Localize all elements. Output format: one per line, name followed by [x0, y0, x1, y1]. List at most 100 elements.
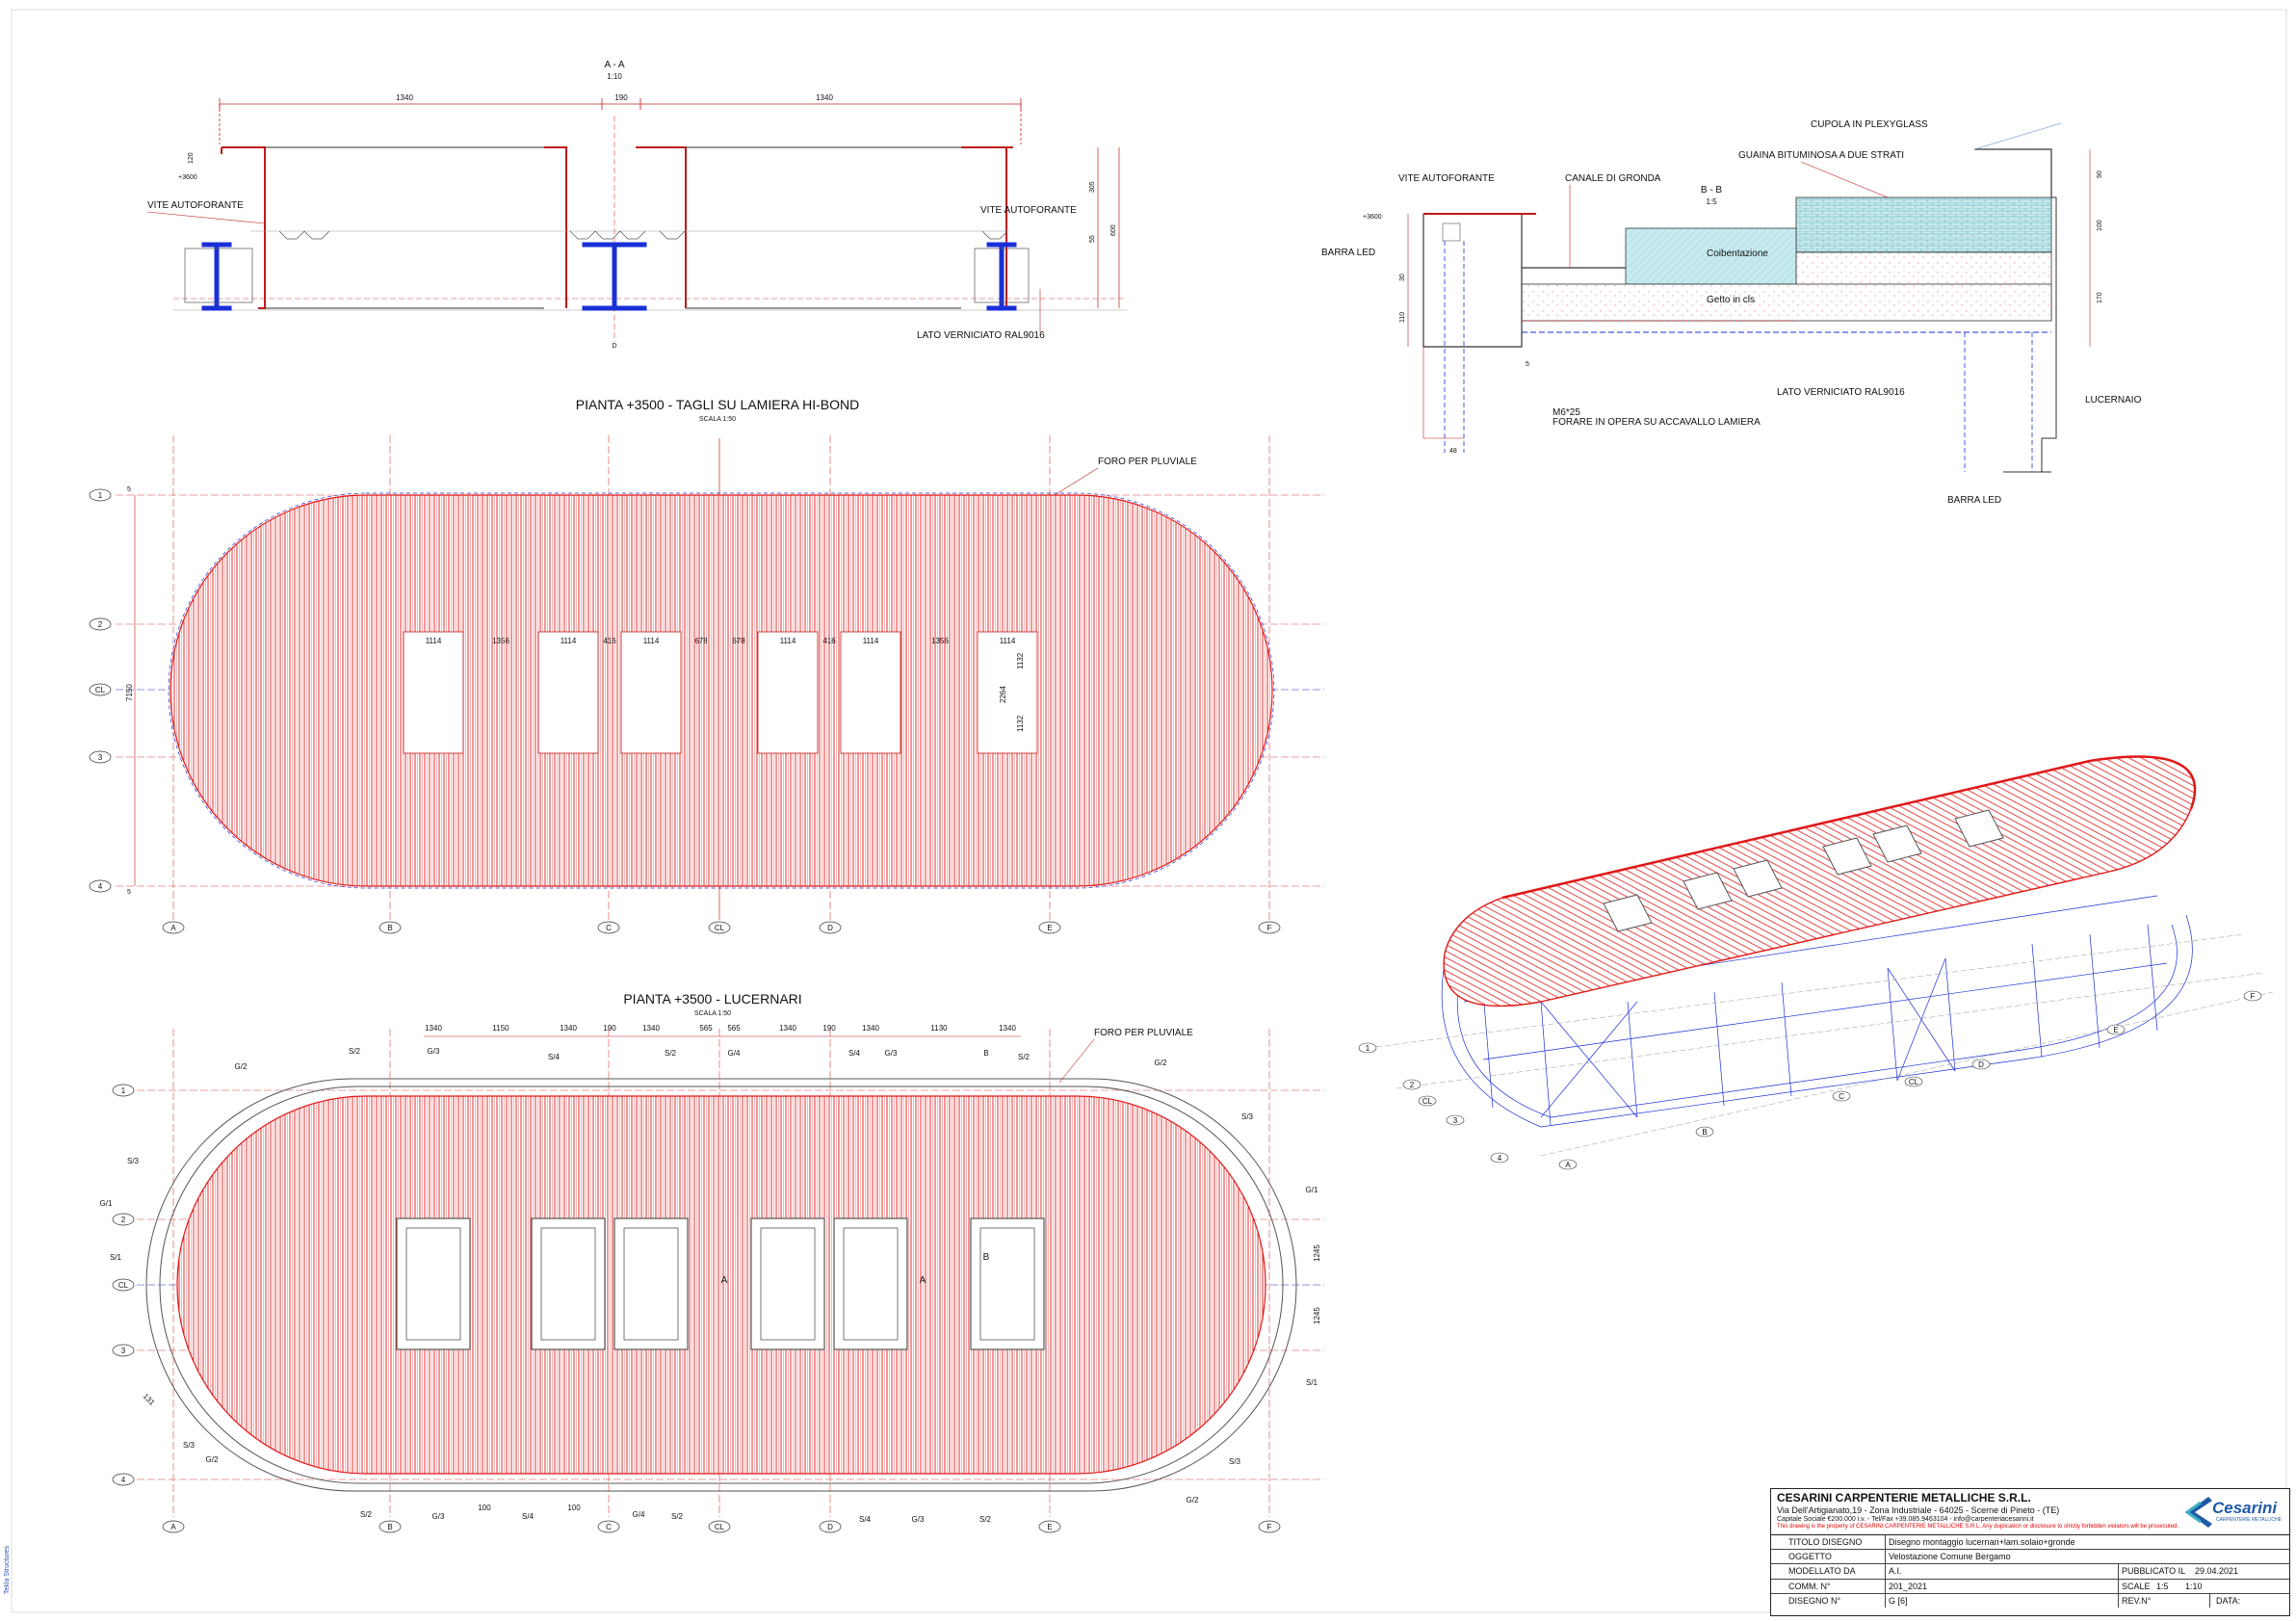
- grid-row-label: CL: [95, 686, 106, 694]
- section-bb-label-guaina: GUAINA BITUMINOSA A DUE STRATI: [1738, 150, 1904, 161]
- plan-hibond-opening: [757, 631, 819, 754]
- plan-lucernari-tag: S/2: [979, 1515, 992, 1524]
- axonometric-view: 1 2 CL 3 4 A B C CL D E F: [1358, 755, 2274, 1170]
- grid-col-label: F: [1267, 924, 1272, 932]
- tb-label: REV.N°: [2122, 1595, 2152, 1606]
- plan-lucernari-top-dim: 190: [822, 1024, 836, 1033]
- tb-label: DATA:: [2216, 1595, 2241, 1606]
- plan-lucernari-top-dim: 1340: [560, 1024, 577, 1033]
- plan-lucernari-tag: G/4: [728, 1049, 741, 1058]
- section-mark: A: [920, 1275, 926, 1286]
- plan-hibond-opening-dim: 1114: [780, 637, 796, 645]
- section-bb-label-barra-bottom: BARRA LED: [1947, 495, 2001, 506]
- axo-skylight: [1683, 872, 1733, 910]
- section-bb-label-m6: M6*25: [1552, 407, 1580, 418]
- section-bb-insulation: [1625, 227, 1797, 285]
- plan-lucernari-bottom-dim: 100: [567, 1504, 581, 1512]
- plan-hibond-opening: [840, 631, 901, 754]
- grid-col-label: B: [387, 1523, 392, 1531]
- plan-hibond-scale: SCALA 1:50: [699, 416, 736, 423]
- tb-label: SCALE: [2122, 1581, 2151, 1591]
- grid-row-label: 3: [121, 1347, 126, 1355]
- plan-lucernari-tag: G/3: [912, 1515, 925, 1524]
- plan-lucernari-left-dim: 131: [142, 1392, 157, 1407]
- axo-row-label: 3: [1453, 1116, 1458, 1125]
- tb-value: 1:10: [2185, 1581, 2203, 1591]
- axo-row-label: 1: [1366, 1044, 1370, 1053]
- plan-hibond: PIANTA +3500 - TAGLI SU LAMIERA HI-BOND …: [89, 397, 1324, 934]
- plan-lucernari-tag: S/3: [1229, 1457, 1241, 1466]
- section-aa-right-dim: 600: [1110, 224, 1117, 236]
- section-bb-left-dim: 30: [1399, 274, 1406, 281]
- section-bb-label-forare: FORARE IN OPERA SU ACCAVALLO LAMIERA: [1552, 417, 1761, 428]
- plan-hibond-opening-dim: 1114: [1000, 637, 1016, 645]
- section-bb-left-dim: 48: [1449, 448, 1457, 455]
- section-bb-label-getto: Getto in cls: [1707, 295, 1755, 305]
- grid-col-label: C: [606, 1523, 612, 1531]
- section-bb-right-dim: 100: [2097, 220, 2103, 231]
- section-aa-dim: 1340: [396, 93, 413, 102]
- plan-lucernari-tag: G/2: [235, 1062, 248, 1071]
- plan-lucernari-deck: [176, 1095, 1266, 1475]
- section-bb-label-lucernaio: LUCERNAIO: [2085, 395, 2142, 406]
- grid-col-label: D: [827, 1523, 833, 1531]
- axo-col-label: B: [1702, 1128, 1707, 1137]
- plan-lucernari-tag: G/3: [428, 1047, 440, 1056]
- section-bb-title: B - B: [1701, 185, 1723, 196]
- tb-value: A.I.: [1889, 1566, 1902, 1577]
- grid-row-label: 4: [121, 1476, 126, 1484]
- tb-row-comm: COMM. N° 201_2021 SCALE 1:5 1:10: [1771, 1579, 2289, 1594]
- plan-lucernari-tag: G/2: [1155, 1059, 1167, 1067]
- tb-label: TITOLO DISEGNO: [1788, 1537, 1863, 1547]
- tb-label: MODELLATO DA: [1788, 1566, 1856, 1577]
- tb-value: Velostazione Comune Bergamo: [1889, 1552, 2011, 1562]
- plan-lucernari-tag: S/1: [1306, 1378, 1318, 1387]
- grid-col-label: A: [170, 924, 176, 932]
- copyright-note: This drawing is the property of CESARINI…: [1777, 1524, 2179, 1530]
- plan-hibond-opening-dim: 1356: [492, 637, 509, 645]
- plan-hibond-deck: [170, 494, 1273, 887]
- grid-col-label: F: [1267, 1523, 1272, 1531]
- plan-hibond-edge-dim: 5: [127, 889, 131, 896]
- plan-lucernari-tag: S/3: [127, 1157, 140, 1165]
- section-aa-dim: 1340: [816, 93, 833, 102]
- plan-lucernari-top-dim: 1340: [642, 1024, 660, 1033]
- company-capital: Capitale Sociale €200.000 i.v. - Tel/Fax…: [1777, 1516, 2034, 1523]
- logo-subtitle: CARPENTERIE METALLICHE: [2216, 1517, 2282, 1523]
- plan-lucernari-top-dim: 1340: [999, 1024, 1016, 1033]
- axo-skylight: [1872, 824, 1922, 863]
- plan-lucernari: PIANTA +3500 - LUCERNARI SCALA 1:50: [100, 991, 1324, 1533]
- section-aa-right-dim: 305: [1089, 181, 1096, 193]
- skylight: [833, 1217, 908, 1350]
- section-aa-label-vite-left: VITE AUTOFORANTE: [147, 200, 244, 211]
- plan-lucernari-top-dim: 565: [727, 1024, 741, 1033]
- tb-row-disegno: DISEGNO N° G [6] REV.N° DATA:: [1771, 1593, 2289, 1608]
- axo-row-label: 4: [1498, 1154, 1502, 1163]
- section-bb-label-canale: CANALE DI GRONDA: [1565, 173, 1661, 184]
- grid-row-label: 3: [98, 753, 103, 762]
- plan-hibond-row-bubbles: 1 2 CL 3 4: [89, 488, 112, 893]
- plan-hibond-note: FORO PER PLUVIALE: [1098, 457, 1197, 467]
- plan-lucernari-tag: G/4: [633, 1510, 645, 1519]
- grid-row-label: 1: [121, 1086, 126, 1095]
- title-block-rows: TITOLO DISEGNO Disegno montaggio lucerna…: [1771, 1534, 2289, 1608]
- plan-lucernari-tag: G/2: [206, 1455, 219, 1464]
- plan-lucernari-tag: G/3: [885, 1049, 898, 1058]
- section-bb-label-lato: LATO VERNICIATO RAL9016: [1777, 387, 1905, 398]
- section-aa-right-dim: 55: [1089, 235, 1096, 243]
- plan-lucernari-top-dim: 1340: [425, 1024, 442, 1033]
- section-bb-right-dim: 90: [2097, 170, 2103, 178]
- axo-col-label: E: [2113, 1026, 2118, 1034]
- section-aa-scale: 1:10: [607, 72, 622, 81]
- grid-col-label: A: [170, 1523, 176, 1531]
- plan-lucernari-tag: G/1: [100, 1199, 113, 1208]
- grid-col-label: E: [1047, 1523, 1052, 1531]
- grid-col-label: CL: [715, 1523, 725, 1531]
- plan-hibond-total-height: 7150: [125, 684, 134, 701]
- plan-lucernari-right-dim: 1245: [1313, 1244, 1321, 1262]
- plan-hibond-opening-dim: 678: [694, 637, 708, 645]
- plan-hibond-opening-dim: 416: [822, 637, 836, 645]
- plan-hibond-height-dim: 2264: [999, 686, 1007, 703]
- tb-label: PUBBLICATO IL: [2122, 1566, 2186, 1577]
- skylight: [750, 1217, 825, 1350]
